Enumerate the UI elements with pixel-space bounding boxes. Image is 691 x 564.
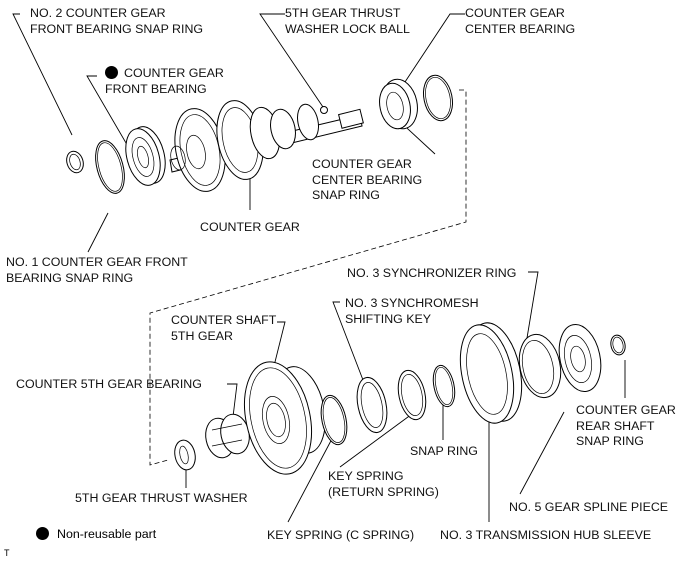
leader-lines-lower (185, 271, 626, 523)
no1-front-bearing-snap-ring-part (95, 140, 125, 194)
key-spring-c-part (320, 394, 348, 446)
label-front-bearing-group: COUNTER GEAR FRONT BEARING (105, 66, 224, 97)
label-key-spring-c: KEY SPRING (C SPRING) (267, 528, 415, 542)
no2-front-bearing-snap-ring-part (66, 150, 84, 174)
counter-gear-part (169, 100, 364, 192)
label-center-bearing: COUNTER GEAR CENTER BEARING (465, 6, 576, 36)
group-connector-dashed (149, 89, 467, 466)
label-no2-front-bearing-snap-ring: NO. 2 COUNTER GEAR FRONT BEARING SNAP RI… (30, 6, 204, 36)
no3-synchronizer-ring-part (518, 333, 562, 399)
legend-text: Non-reusable part (57, 527, 157, 541)
label-center-bearing-snap-ring: COUNTER GEAR CENTER BEARING SNAP RING (312, 157, 423, 202)
non-reusable-dot-icon (36, 527, 49, 540)
non-reusable-dot-icon (105, 66, 118, 79)
counter-5th-gear-bearing-part (205, 413, 250, 459)
5th-gear-thrust-washer-part (174, 439, 196, 471)
label-counter-gear: COUNTER GEAR (200, 220, 300, 234)
no5-gear-spline-piece-part (558, 323, 602, 393)
no3-transmission-hub-sleeve-part (459, 322, 523, 424)
label-no5-gear-spline-piece: NO. 5 GEAR SPLINE PIECE (509, 500, 669, 514)
label-counter-5th-gear-bearing: COUNTER 5TH GEAR BEARING (16, 377, 202, 391)
center-bearing-snap-ring-part (422, 74, 454, 122)
label-counter-shaft-5th-gear: COUNTER SHAFT 5TH GEAR (171, 313, 277, 343)
label-front-bearing: COUNTER GEAR FRONT BEARING (105, 66, 224, 96)
corner-mark: T (4, 548, 10, 558)
label-rear-shaft-snap-ring: COUNTER GEAR REAR SHAFT SNAP RING (576, 403, 676, 448)
label-no1-front-bearing-snap-ring: NO. 1 COUNTER GEAR FRONT BEARING SNAP RI… (6, 255, 188, 285)
label-no3-synchromesh-shifting-key: NO. 3 SYNCHROMESH SHIFTING KEY (345, 296, 479, 326)
front-bearing-part (125, 126, 166, 186)
label-lock-ball: 5TH GEAR THRUST WASHER LOCK BALL (285, 6, 410, 36)
no3-synchromesh-shifting-key-part (356, 376, 388, 434)
rear-shaft-snap-ring-part (610, 334, 626, 356)
label-no3-synchronizer-ring: NO. 3 SYNCHRONIZER RING (347, 266, 517, 280)
lock-ball-part (320, 106, 328, 114)
snap-ring-part (432, 364, 456, 408)
label-no3-transmission-hub-sleeve: NO. 3 TRANSMISSION HUB SLEEVE (440, 528, 652, 542)
legend: Non-reusable part (36, 527, 156, 541)
label-key-spring-return: KEY SPRING (RETURN SPRING) (328, 469, 439, 499)
label-5th-gear-thrust-washer: 5TH GEAR THRUST WASHER (75, 491, 248, 505)
center-bearing-part (379, 78, 418, 130)
label-snap-ring: SNAP RING (410, 444, 478, 458)
counter-shaft-5th-gear-part (244, 361, 326, 475)
key-spring-return-part (397, 369, 427, 421)
